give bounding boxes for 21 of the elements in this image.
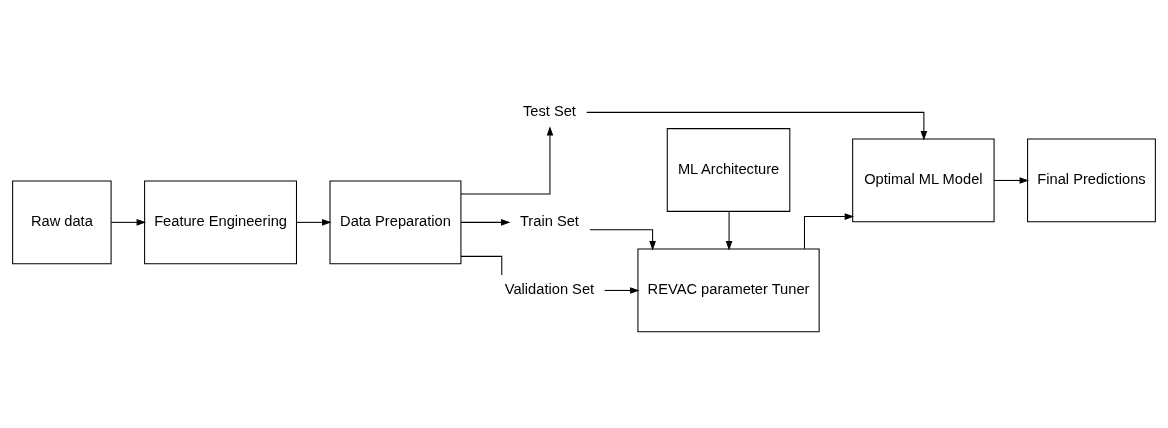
node-box: Final Predictions [1027, 138, 1156, 222]
node-box: Raw data [12, 179, 112, 264]
node-box: Data Preparation [329, 179, 462, 264]
arrow [803, 212, 855, 249]
node-box: ML Architecture [666, 127, 791, 212]
arrow [296, 218, 332, 226]
arrow [460, 125, 554, 195]
arrow [589, 228, 656, 250]
node-box: Optimal ML Model [852, 138, 995, 222]
arrow [604, 286, 640, 294]
arrow [993, 176, 1029, 184]
arrow [725, 210, 733, 250]
node-text: Validation Set [504, 280, 595, 297]
node-box: Feature Engineering [144, 179, 297, 264]
arrow [586, 111, 928, 140]
arrow [110, 218, 147, 226]
node-text: Train Set [519, 212, 579, 229]
arrow [460, 218, 511, 226]
connector [460, 255, 503, 276]
node-box: REVAC parameter Tuner [637, 248, 820, 332]
node-text: Test Set [522, 102, 576, 119]
